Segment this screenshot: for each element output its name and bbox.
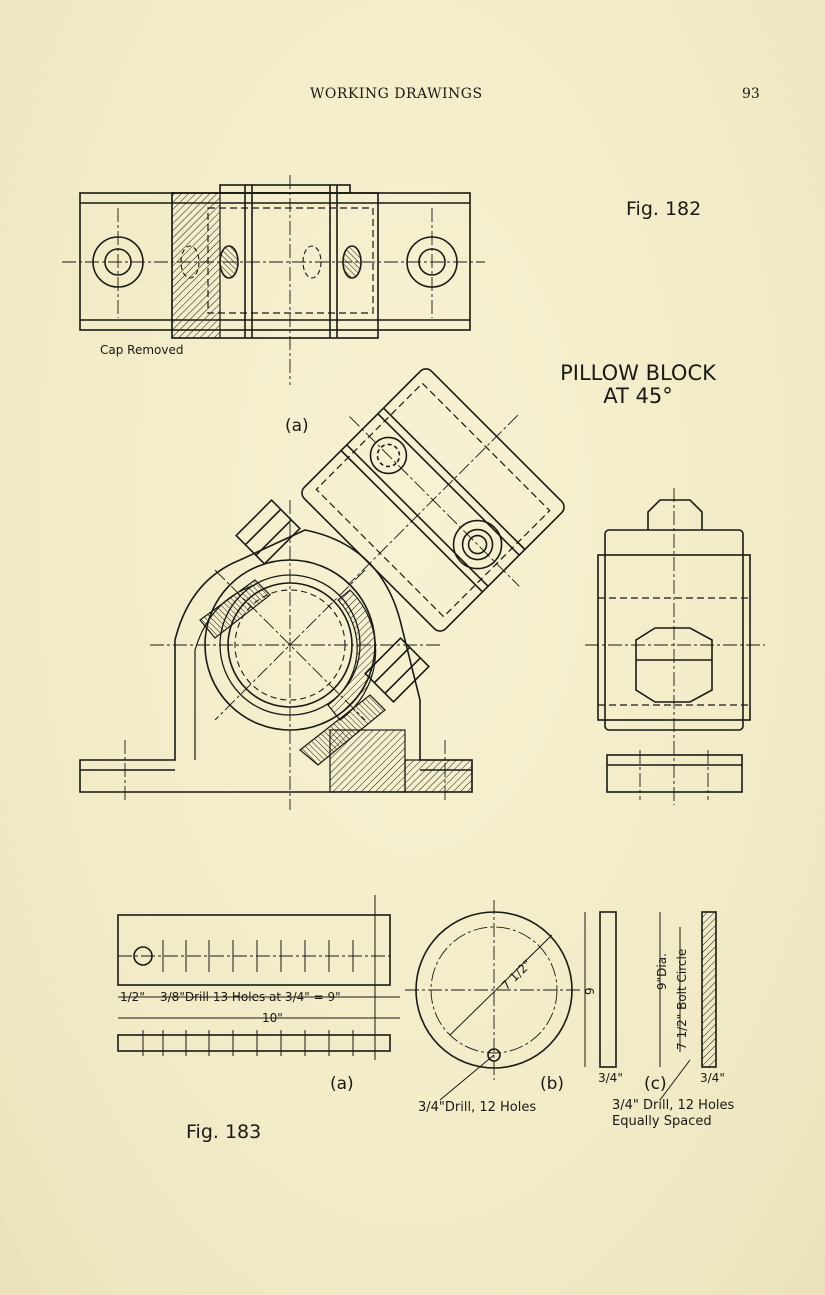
drill-note-b: 3/4"Drill, 12 Holes <box>418 1100 537 1115</box>
dim-7-5-inch: 7 1/2" <box>499 957 535 993</box>
fig183-view-b <box>405 900 617 1101</box>
front-view-outline <box>79 529 473 793</box>
drill-note-a: 3/8"Drill 13 Holes at 3/4" = 9" <box>160 990 341 1004</box>
dim-9: 9 <box>583 987 597 995</box>
base-outline <box>79 192 471 331</box>
dim-10-inch: 10" <box>262 1011 283 1025</box>
figure-183-label: Fig. 183 <box>186 1121 262 1143</box>
auxiliary-view-a <box>301 368 565 632</box>
nut-left <box>235 499 301 565</box>
strip-plan <box>117 914 391 986</box>
pillow-block-title: PILLOW BLOCK AT 45° <box>548 362 728 408</box>
strip-edge <box>117 1034 391 1052</box>
figure-183-view-a-label: (a) <box>330 1074 354 1094</box>
cap-removed-label: Cap Removed <box>100 343 184 357</box>
dim-three-quarter-c: 3/4" <box>700 1071 725 1085</box>
figure-183-view-c-label: (c) <box>644 1074 667 1094</box>
figure-182-label: Fig. 182 <box>626 198 702 220</box>
nut-right <box>364 637 430 703</box>
hatched-section-left <box>171 192 221 339</box>
figure-183-view-b-label: (b) <box>540 1074 565 1094</box>
drill-note-c: 3/4" Drill, 12 Holes Equally Spaced <box>612 1098 734 1130</box>
dim-three-quarter-b: 3/4" <box>598 1071 623 1085</box>
pillow-block-title-line1: PILLOW BLOCK <box>560 361 716 385</box>
fig183-view-a <box>117 895 400 1060</box>
page-number: 93 <box>742 86 760 102</box>
figure-182-view-a-label: (a) <box>285 416 309 436</box>
dim-half-inch: 1/2" <box>120 990 145 1004</box>
fig183-view-c <box>659 911 717 1101</box>
top-view-cap-removed <box>62 175 485 385</box>
dim-9-dia: 9"Dia. <box>655 953 669 990</box>
drill-note-c-line2: Equally Spaced <box>612 1114 712 1129</box>
running-head: WORKING DRAWINGS <box>310 86 483 102</box>
drill-note-c-line1: 3/4" Drill, 12 Holes <box>612 1098 735 1113</box>
side-view <box>585 488 765 805</box>
side-nut <box>635 627 713 703</box>
front-view <box>79 499 473 810</box>
dim-bolt-circle: 7 1/2" Bolt Circle <box>675 949 689 1050</box>
pillow-block-title-line2: AT 45° <box>603 384 673 408</box>
